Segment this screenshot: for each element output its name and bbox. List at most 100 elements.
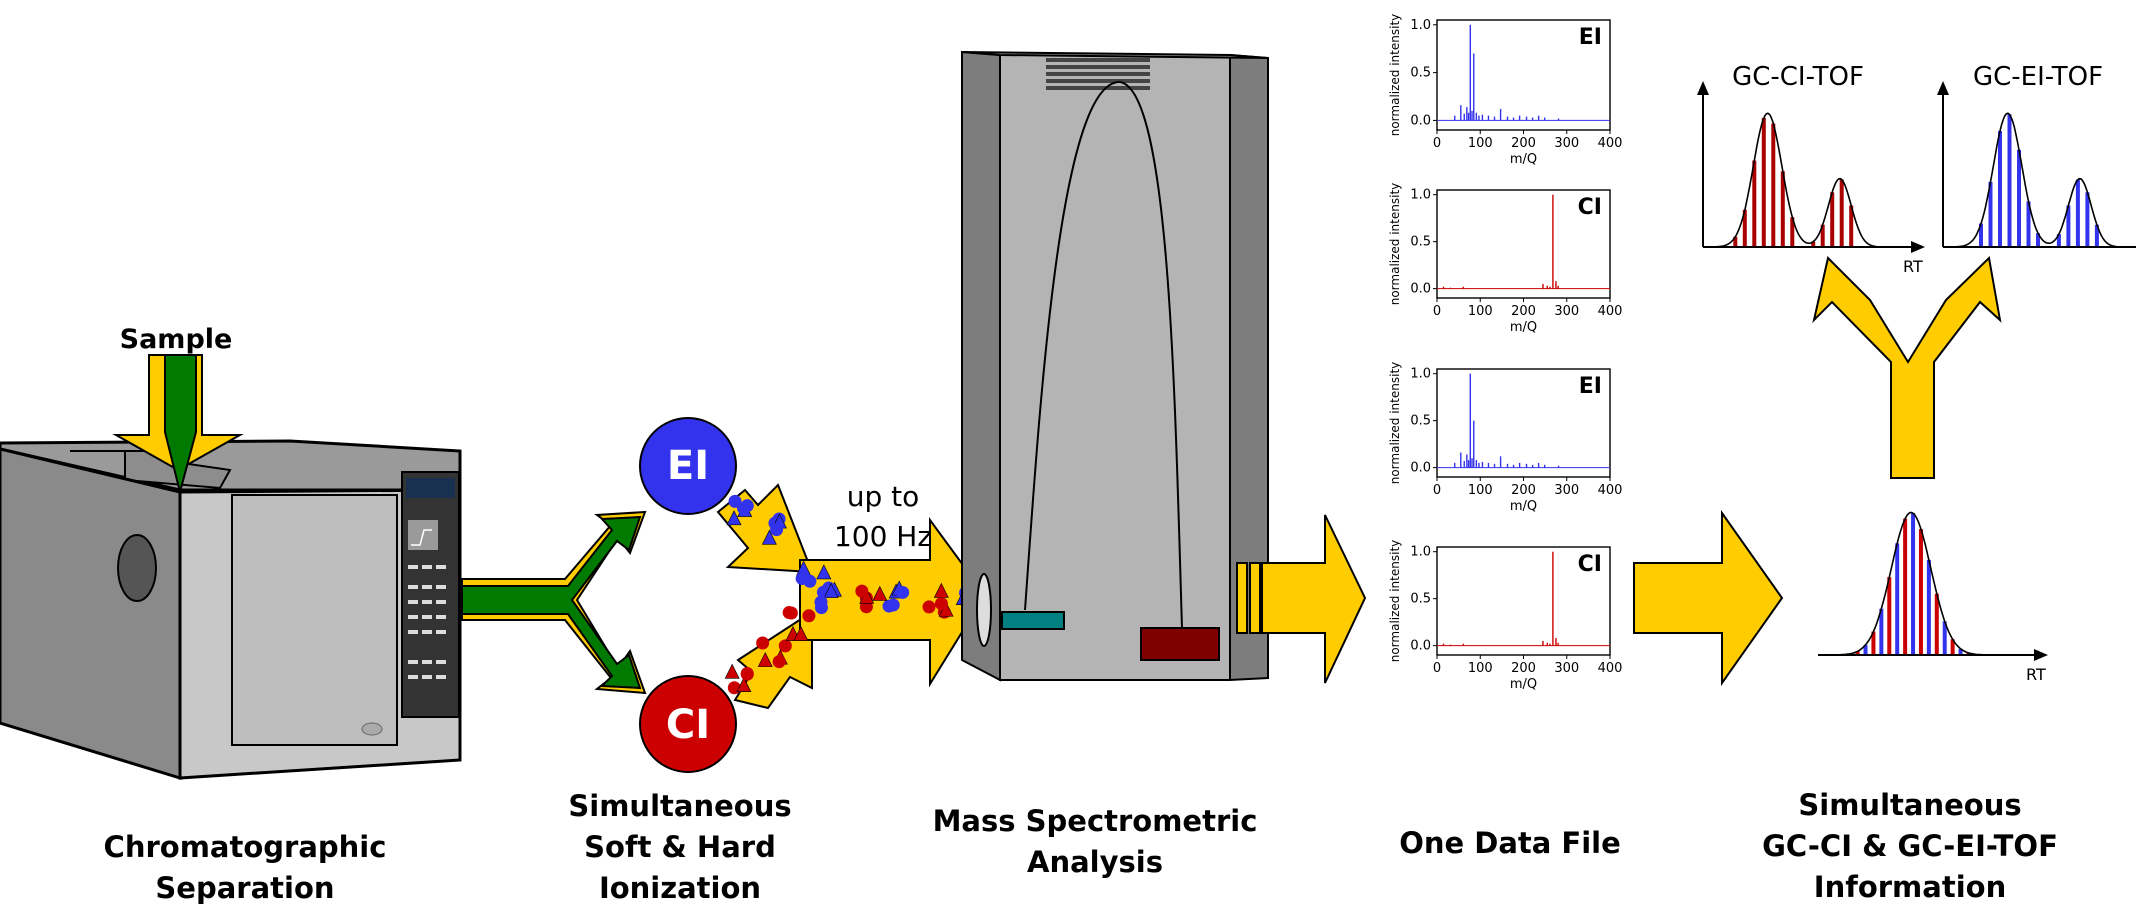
x-tick-label: 400 bbox=[1598, 661, 1623, 676]
rate-line2: 100 Hz bbox=[834, 520, 932, 553]
rate-line1: up to bbox=[847, 480, 920, 513]
spectrum-mode-label: CI bbox=[1578, 552, 1602, 577]
x-tick-label: 100 bbox=[1468, 304, 1493, 319]
caption-line: GC-CI & GC-EI-TOF bbox=[1762, 829, 2058, 863]
ion-fragment bbox=[793, 625, 809, 641]
ion-cluster bbox=[782, 606, 816, 641]
ion-cluster bbox=[724, 663, 754, 695]
ion-particle bbox=[855, 584, 869, 598]
y-axis-label: normalized intensity bbox=[1388, 14, 1402, 137]
ion-particle bbox=[922, 600, 936, 614]
ion-particle bbox=[772, 655, 786, 669]
caption-line: Mass Spectrometric bbox=[932, 804, 1258, 838]
ei-source: EI bbox=[639, 417, 737, 515]
sample-label: Sample bbox=[120, 324, 233, 355]
x-tick-label: 200 bbox=[1511, 136, 1536, 151]
y-tick-label: 1.0 bbox=[1410, 367, 1431, 382]
y-tick-label: 0.0 bbox=[1410, 113, 1431, 128]
flight-path bbox=[1024, 80, 1183, 629]
y-tick-label: 0.5 bbox=[1410, 235, 1431, 250]
x-tick-label: 100 bbox=[1468, 136, 1493, 151]
gas-chromatograph bbox=[0, 439, 462, 781]
ion-cluster bbox=[922, 582, 954, 619]
caption-line: Separation bbox=[155, 871, 335, 905]
ion-cluster bbox=[726, 494, 754, 526]
x-axis-label: m/Q bbox=[1510, 152, 1537, 167]
ion-cluster bbox=[761, 512, 787, 545]
chromatogram: RT bbox=[1818, 511, 2048, 684]
y-tick-label: 1.0 bbox=[1410, 18, 1431, 33]
intensity-axis-arrow-icon bbox=[1697, 81, 1709, 95]
x-tick-label: 0 bbox=[1433, 661, 1441, 676]
ion-particle bbox=[803, 574, 817, 588]
ion-particle bbox=[802, 609, 816, 623]
ion-cluster bbox=[855, 584, 888, 614]
plot-frame bbox=[1436, 19, 1611, 131]
caption-line: Analysis bbox=[1027, 845, 1163, 879]
x-axis-label: m/Q bbox=[1510, 320, 1537, 335]
x-tick-label: 400 bbox=[1598, 483, 1623, 498]
ion-fragment bbox=[823, 582, 839, 598]
caption-line: One Data File bbox=[1399, 826, 1621, 860]
ion-fragment bbox=[761, 529, 777, 545]
ion-cluster bbox=[814, 581, 842, 615]
chromatogram-envelope bbox=[1818, 511, 2016, 656]
ci-source: CI bbox=[639, 675, 737, 773]
ion-particle bbox=[814, 595, 828, 609]
ion-particle bbox=[740, 667, 754, 681]
x-tick-label: 0 bbox=[1433, 136, 1441, 151]
ion-fragment bbox=[872, 585, 888, 601]
ion-particle bbox=[770, 523, 784, 537]
ion-particle bbox=[934, 597, 948, 611]
ion-particle bbox=[740, 499, 754, 513]
chromatogram-envelope bbox=[1943, 112, 2133, 248]
ion-fragment bbox=[726, 510, 742, 526]
y-tick-label: 1.0 bbox=[1410, 545, 1431, 560]
caption-mass: Mass Spectrometric Analysis bbox=[930, 801, 1260, 883]
intensity-axis-arrow-icon bbox=[1937, 81, 1949, 95]
rt-axis-label: RT bbox=[1903, 257, 1923, 276]
rt-axis-arrow-icon bbox=[2034, 649, 2048, 661]
ion-particle bbox=[886, 598, 900, 612]
y-tick-label: 0.0 bbox=[1410, 282, 1431, 297]
rt-axis-arrow-icon bbox=[1911, 241, 1925, 253]
ion-fragment bbox=[757, 651, 773, 667]
caption-line: Information bbox=[1813, 870, 2007, 904]
x-tick-label: 300 bbox=[1554, 136, 1579, 151]
y-tick-label: 0.5 bbox=[1410, 66, 1431, 81]
split-arrow bbox=[461, 510, 647, 695]
gc-port-icon bbox=[117, 534, 157, 602]
x-tick-label: 300 bbox=[1554, 304, 1579, 319]
ion-fragment bbox=[736, 677, 752, 692]
sample-inlet-arrow bbox=[112, 354, 244, 496]
x-tick-label: 300 bbox=[1554, 661, 1579, 676]
plot-frame bbox=[1436, 546, 1611, 656]
ion-particle bbox=[896, 585, 910, 599]
rt-axis-label: RT bbox=[2026, 665, 2046, 684]
ion-cluster bbox=[756, 636, 792, 669]
y-split-arrow bbox=[1812, 255, 2002, 479]
spectrum-mode-label: EI bbox=[1579, 374, 1602, 399]
x-tick-label: 400 bbox=[1598, 304, 1623, 319]
caption-line: Ionization bbox=[598, 871, 762, 905]
pulser-plate bbox=[1001, 611, 1065, 630]
x-tick-label: 200 bbox=[1511, 661, 1536, 676]
y-tick-label: 1.0 bbox=[1410, 188, 1431, 203]
chromatogram-envelope bbox=[1703, 112, 1893, 248]
x-tick-label: 100 bbox=[1468, 483, 1493, 498]
ion-particle bbox=[778, 639, 792, 653]
x-tick-label: 400 bbox=[1598, 136, 1623, 151]
x-axis-label: m/Q bbox=[1510, 499, 1537, 514]
x-tick-label: 200 bbox=[1511, 483, 1536, 498]
spectrum-mode-label: CI bbox=[1578, 195, 1602, 220]
x-tick-label: 200 bbox=[1511, 304, 1536, 319]
y-tick-label: 0.0 bbox=[1410, 639, 1431, 654]
detector bbox=[1140, 627, 1220, 661]
